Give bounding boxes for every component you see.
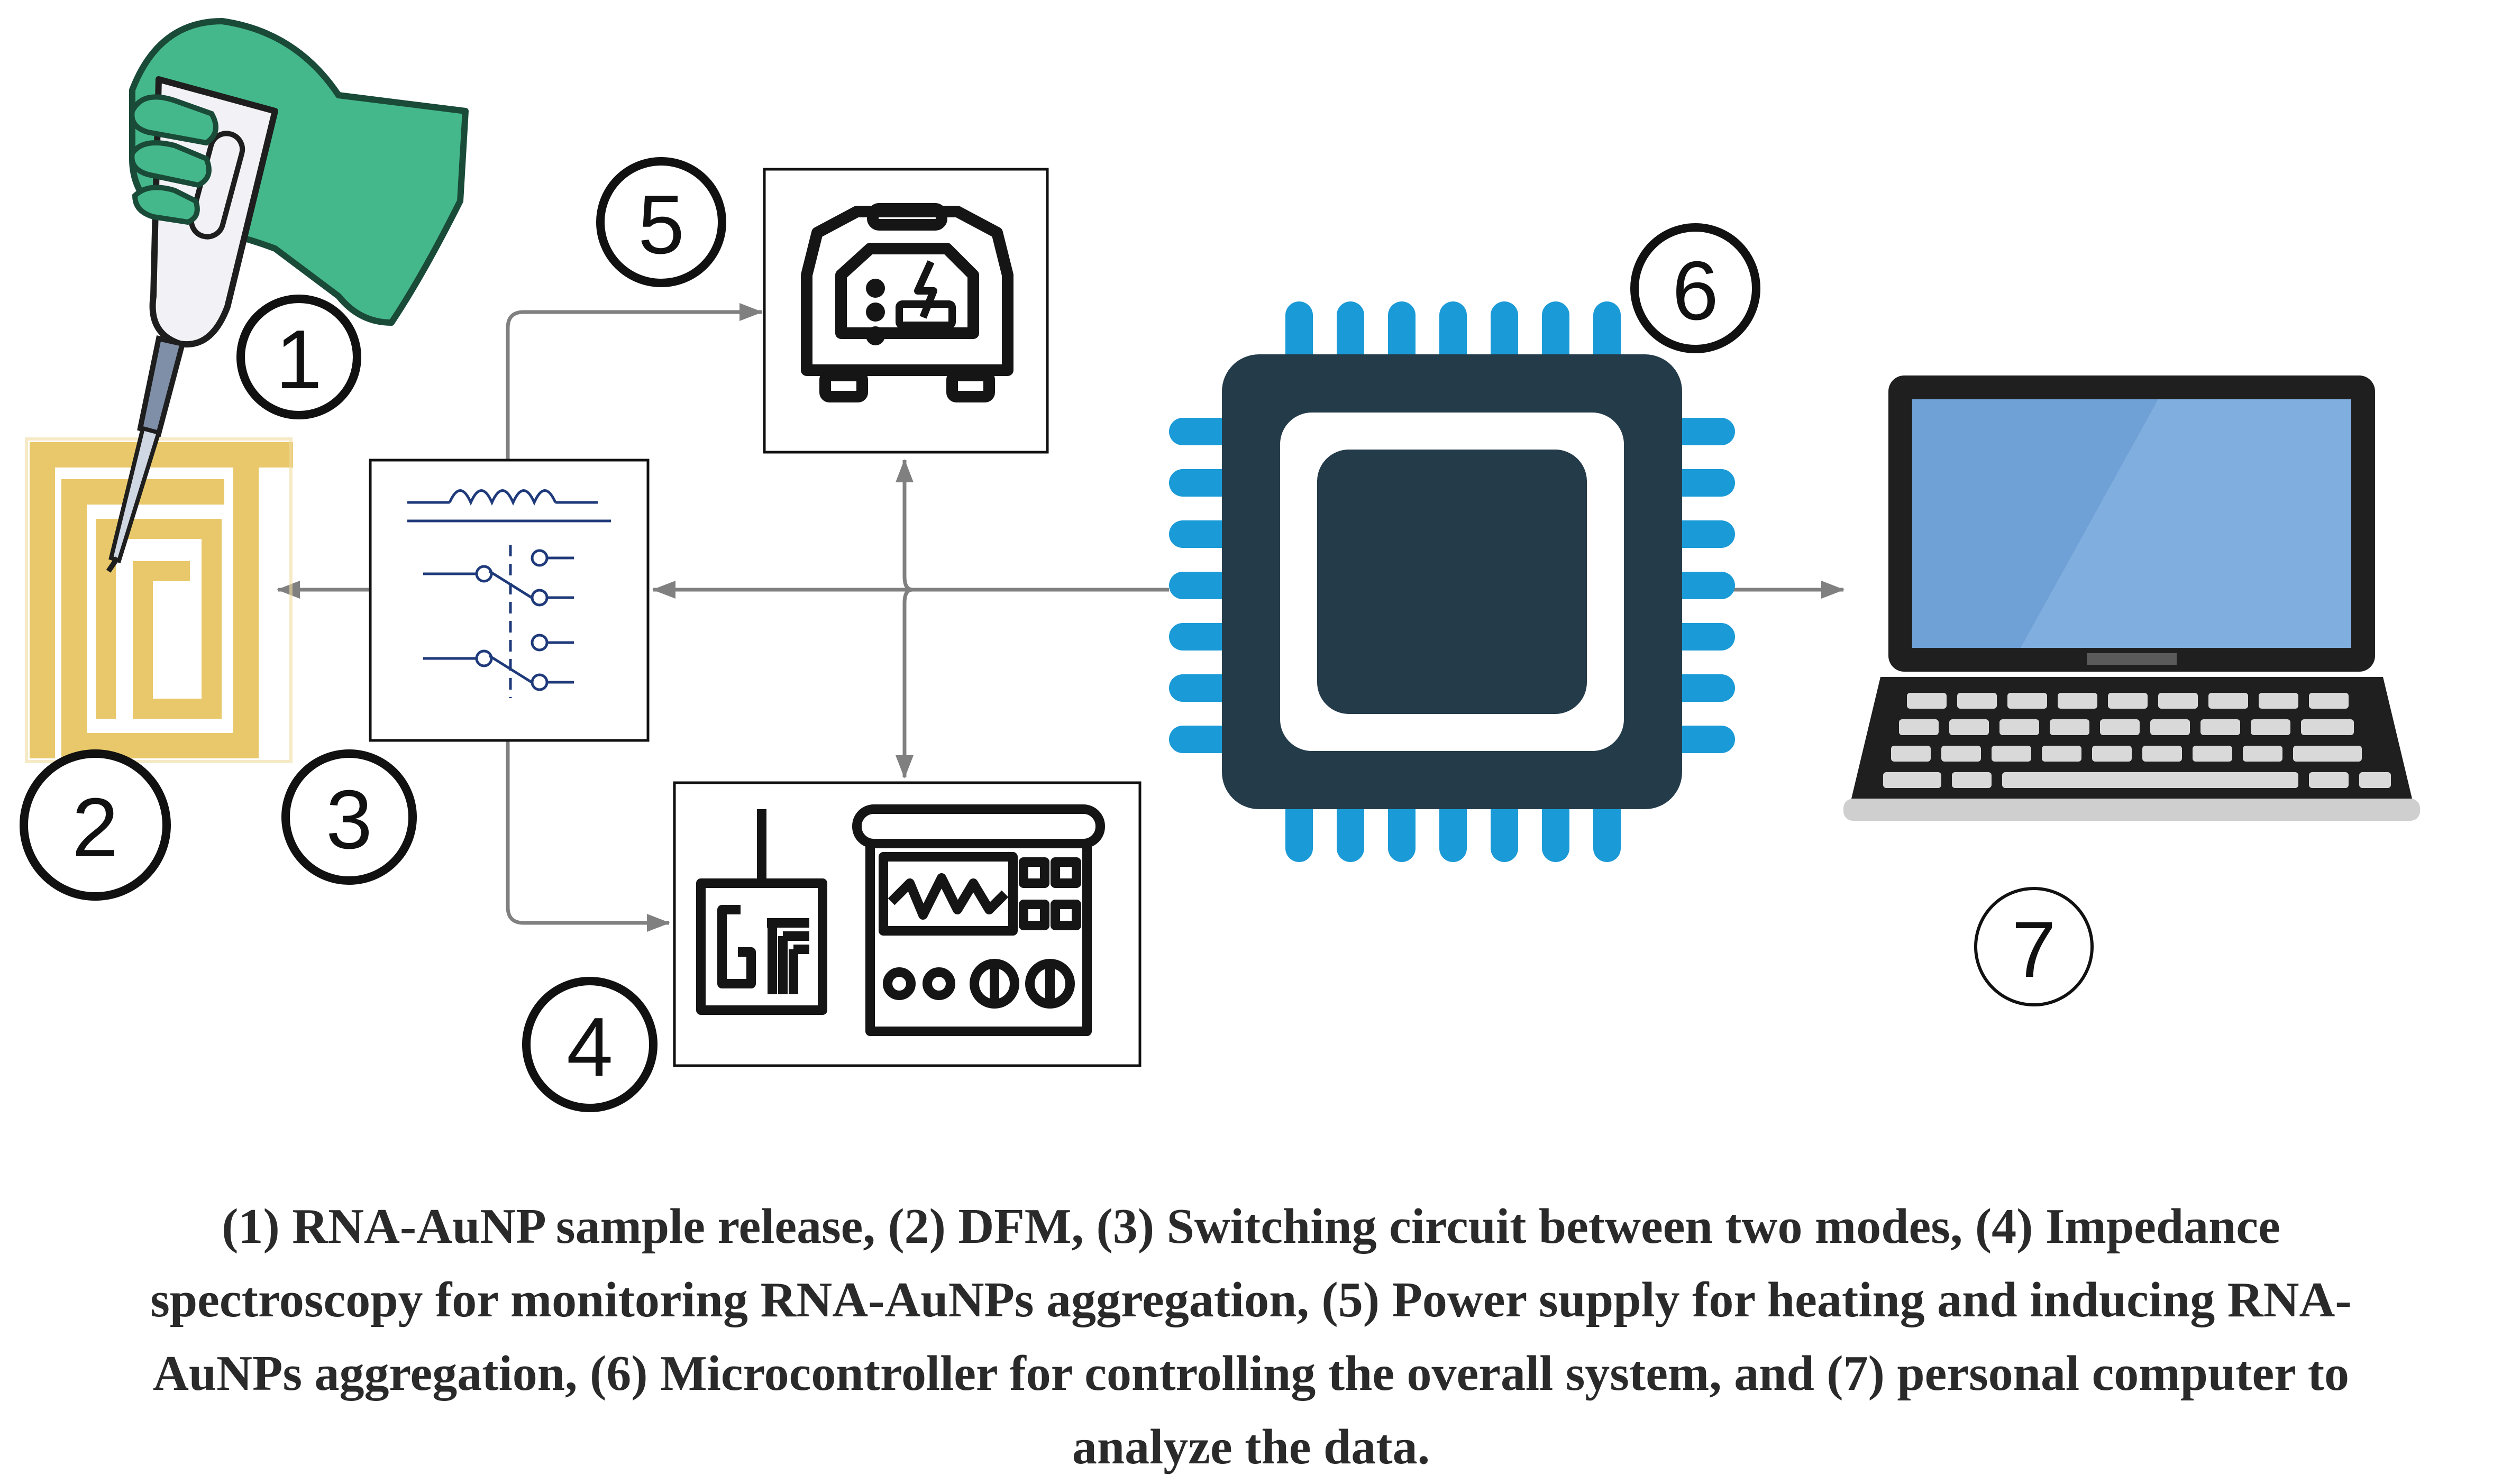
label-5: 5 xyxy=(596,157,726,287)
caption-line-1: (1) RNA-AuNP sample release, (2) DFM, (3… xyxy=(222,1199,2280,1254)
svg-text:6: 6 xyxy=(1672,244,1719,337)
figure-caption: (1) RNA-AuNP sample release, (2) DFM, (3… xyxy=(32,1190,2470,1484)
laptop-icon xyxy=(1843,375,2420,821)
keyboard xyxy=(1883,693,2391,788)
label-1: 1 xyxy=(236,295,361,419)
svg-text:2: 2 xyxy=(72,781,118,874)
caption-line-3: AuNPs aggregation, (6) Microcontroller f… xyxy=(152,1346,2350,1401)
impedance-analyzer-icon xyxy=(673,781,1142,1067)
caption-line-2: spectroscopy for monitoring RNA-AuNPs ag… xyxy=(150,1272,2352,1327)
connection-arrows xyxy=(277,303,1844,932)
interdigitated-electrode-icon xyxy=(25,437,293,763)
power-supply-icon xyxy=(763,168,1049,454)
arrow-switch-to-impedance xyxy=(506,740,670,932)
svg-text:1: 1 xyxy=(276,313,322,406)
label-2: 2 xyxy=(20,749,171,901)
chip-pins xyxy=(1169,301,1735,862)
arrow-hub-to-impedance xyxy=(896,588,914,778)
label-4: 4 xyxy=(522,977,658,1112)
svg-text:5: 5 xyxy=(638,178,684,271)
svg-text:3: 3 xyxy=(326,773,372,866)
label-7: 7 xyxy=(1974,887,2094,1006)
arrow-hub-to-power xyxy=(896,459,914,592)
pipette-icon xyxy=(106,18,469,573)
caption-line-4: analyze the data. xyxy=(1072,1419,1430,1474)
arrow-switch-to-power xyxy=(506,303,763,460)
svg-text:4: 4 xyxy=(567,1001,613,1094)
label-6: 6 xyxy=(1630,223,1760,353)
svg-text:7: 7 xyxy=(2012,905,2056,994)
label-3: 3 xyxy=(281,749,417,885)
number-labels: 1 2 3 4 5 6 7 xyxy=(20,157,2094,1112)
microcontroller-chip-icon xyxy=(1169,301,1735,862)
switching-circuit-icon xyxy=(369,459,650,742)
